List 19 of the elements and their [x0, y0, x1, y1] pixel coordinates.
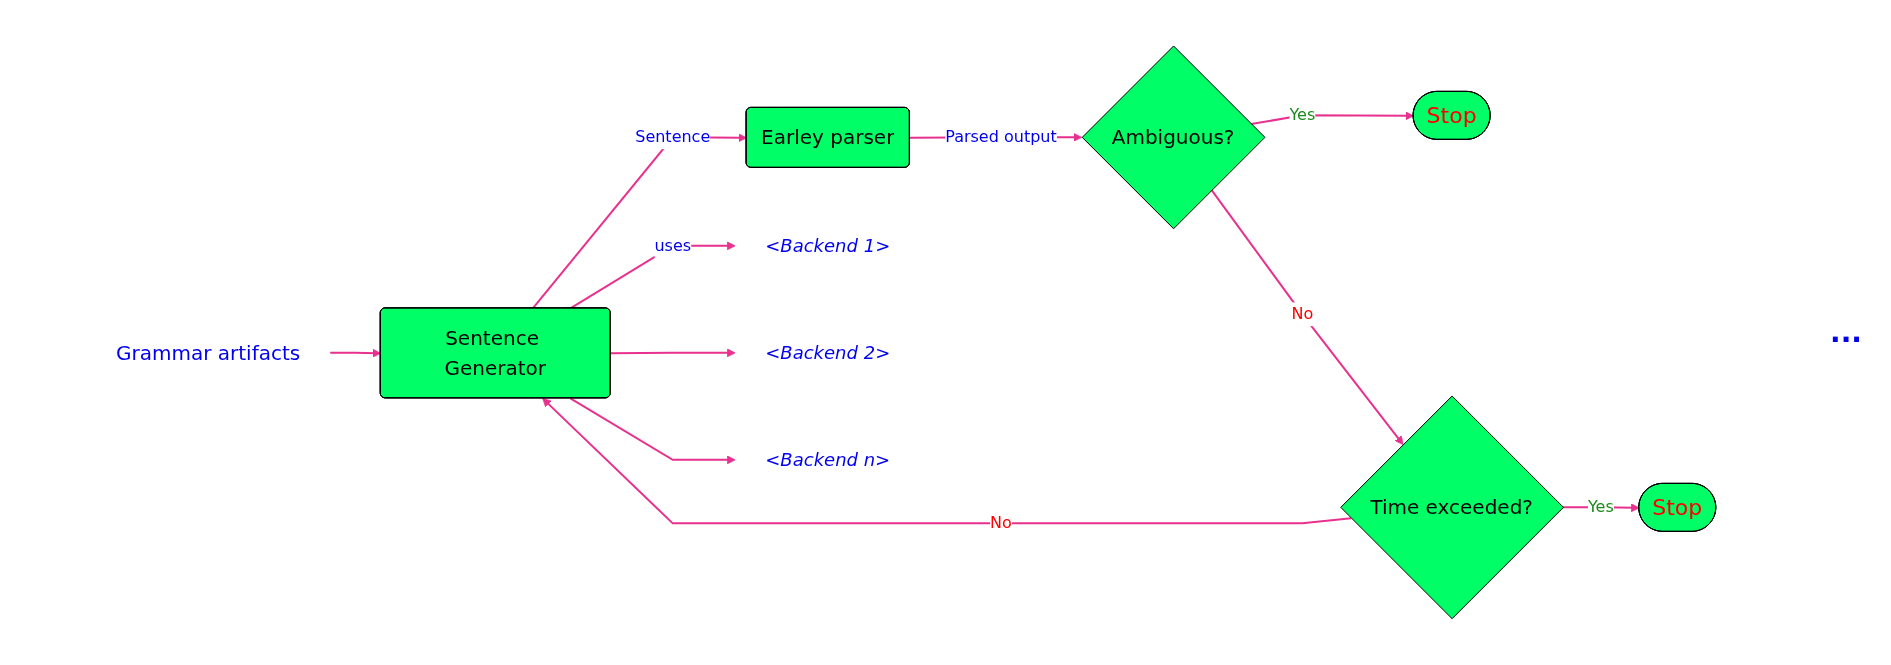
arrow [609, 348, 736, 358]
node-text: <Backend n> [764, 449, 890, 471]
node-text: <Backend 1> [764, 235, 890, 257]
node-text: <Backend 2> [764, 342, 890, 364]
edge-label: Yes [1587, 497, 1614, 517]
edge-label: No [989, 513, 1012, 533]
edge-label: No [1291, 304, 1313, 324]
node-diamond: Ambiguous? [1081, 45, 1266, 230]
ellipsis-text: ... [1829, 316, 1863, 349]
edge-label: Yes [1289, 105, 1315, 125]
arrow [569, 397, 736, 465]
arrow [328, 348, 381, 358]
edge-label: Sentence [634, 127, 710, 147]
node-text: Grammar artifacts [115, 341, 300, 366]
node-diamond: Time exceeded? [1339, 395, 1564, 620]
arrow [1210, 189, 1404, 446]
edge-label: uses [654, 236, 691, 256]
edge-label: Parsed output [944, 127, 1057, 147]
arrow [541, 398, 1352, 525]
